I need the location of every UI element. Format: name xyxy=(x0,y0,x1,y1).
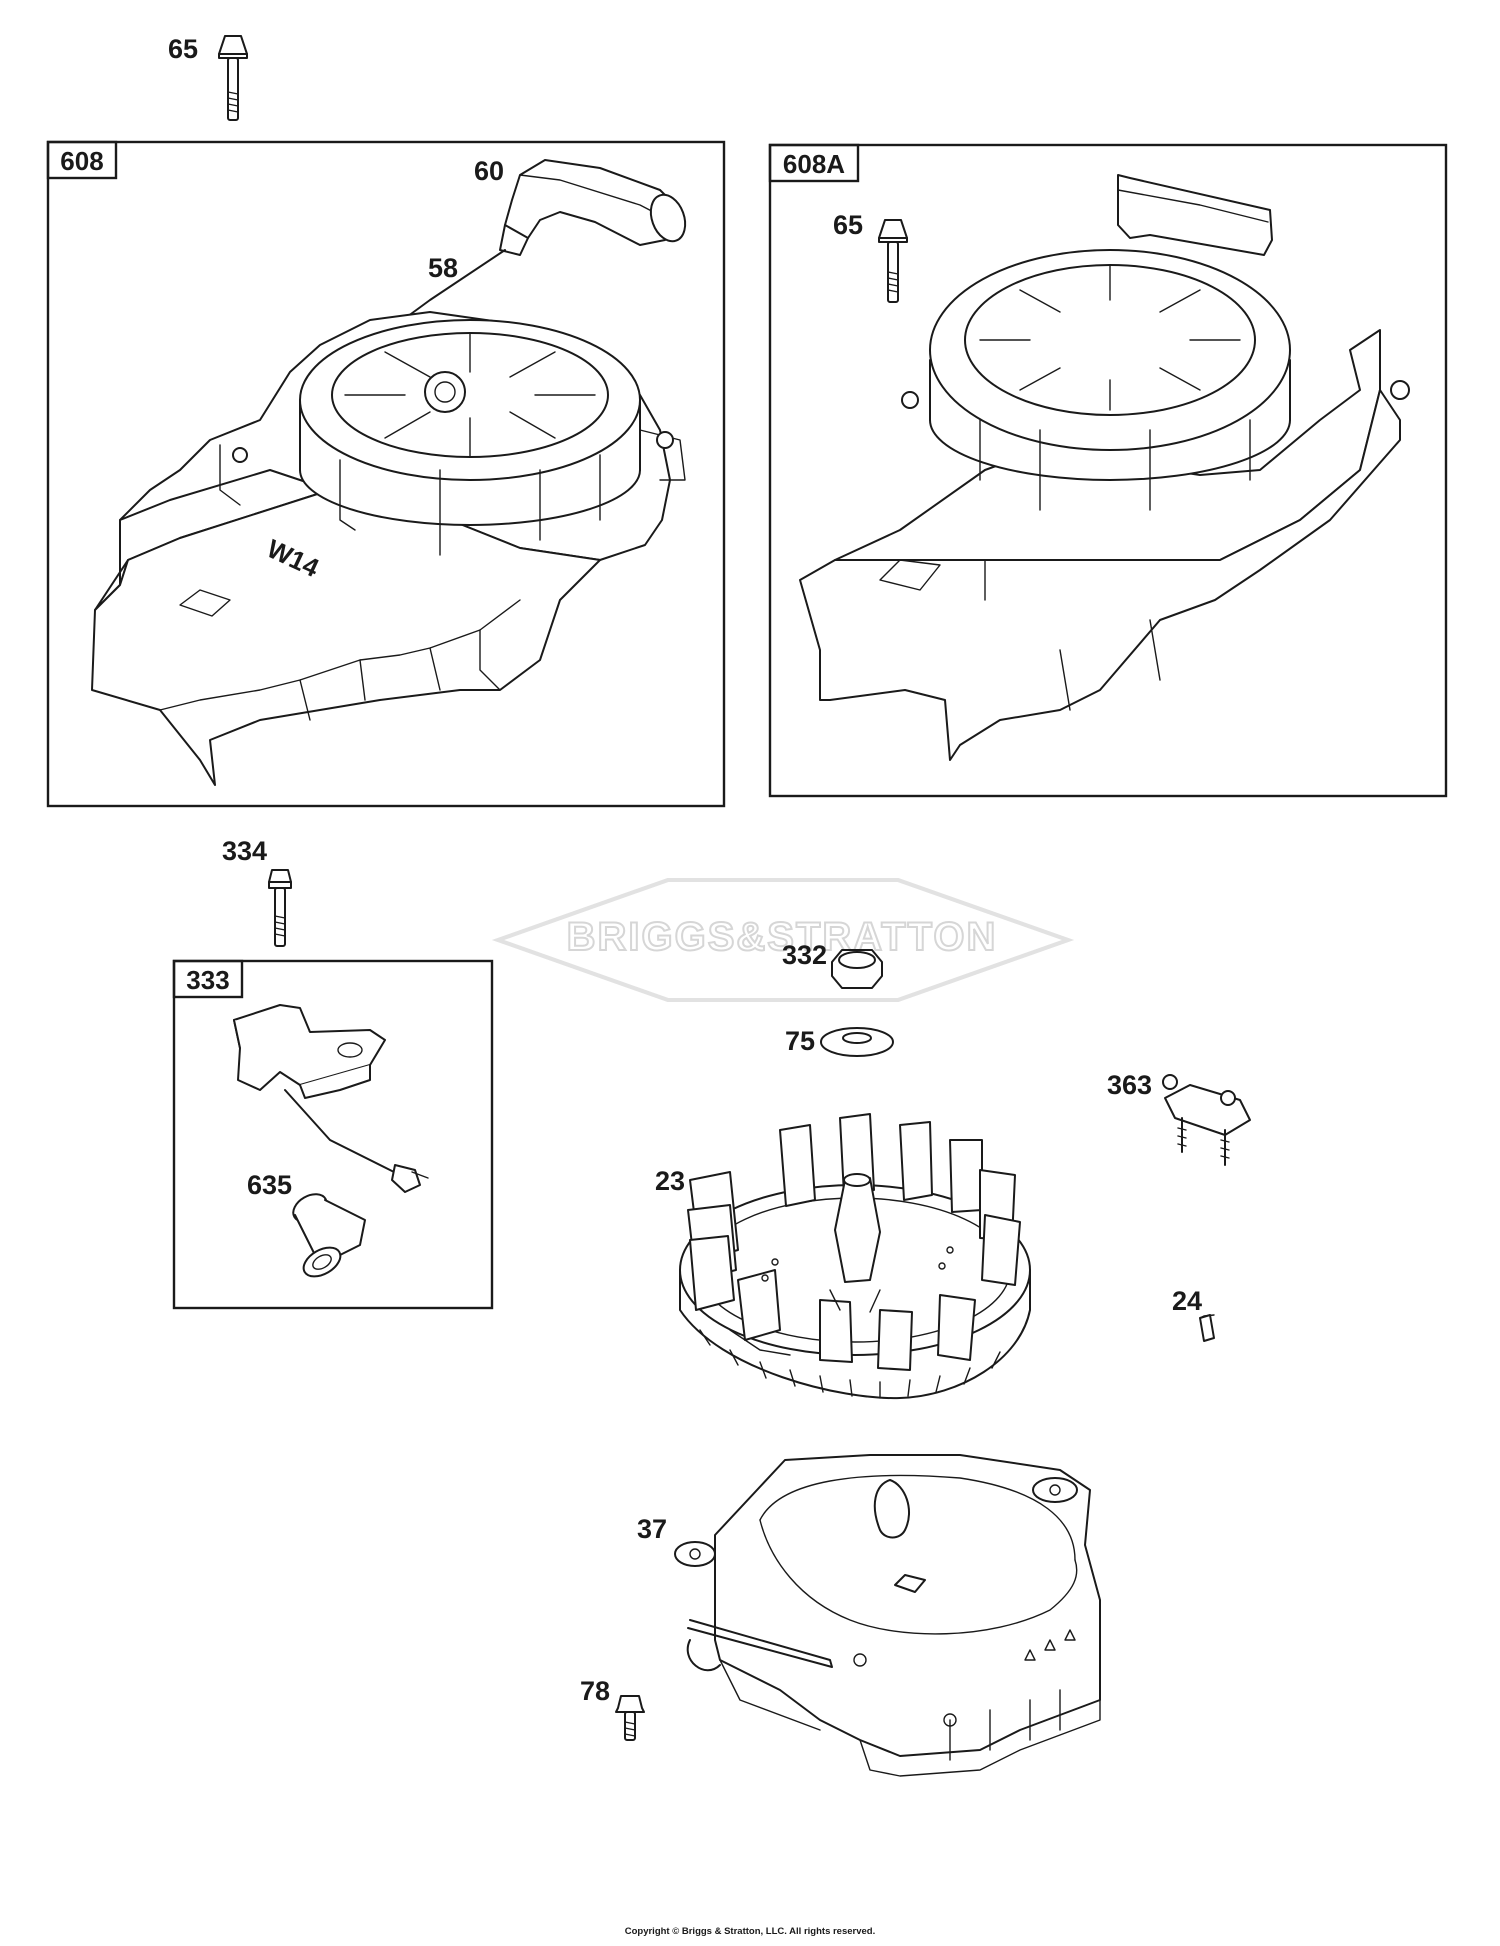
bolt-334-part xyxy=(268,869,292,947)
frame-333 xyxy=(172,959,494,1310)
callout-23: 23 xyxy=(655,1166,685,1196)
washer-75-part xyxy=(820,1027,894,1057)
copyright-notice: Copyright © Briggs & Stratton, LLC. All … xyxy=(624,1926,876,1937)
ignition-armature-part xyxy=(233,1004,429,1193)
nut-332-part xyxy=(831,949,883,989)
recoil-starter-608-part: W14 xyxy=(91,159,687,786)
ground-terminal-363-part xyxy=(1162,1074,1251,1166)
callout-332: 332 xyxy=(782,940,827,970)
callout-78: 78 xyxy=(580,1676,610,1706)
bolt-65-top-part xyxy=(218,35,248,121)
callout-635: 635 xyxy=(247,1170,292,1200)
spark-plug-boot-part xyxy=(292,1193,366,1278)
label-333: 333 xyxy=(186,965,229,995)
callout-60: 60 xyxy=(474,156,504,186)
recoil-starter-608A-part xyxy=(799,174,1410,761)
flywheel-23-part xyxy=(679,1113,1031,1400)
watermark-text: BRIGGS&STRATTON xyxy=(567,915,998,959)
watermark: BRIGGS&STRATTON xyxy=(491,878,1075,1002)
callout-58: 58 xyxy=(428,253,458,283)
callout-334: 334 xyxy=(222,836,267,866)
callout-37: 37 xyxy=(637,1514,667,1544)
label-box-333 xyxy=(172,959,244,999)
label-608A: 608A xyxy=(783,149,845,179)
callout-363: 363 xyxy=(1107,1070,1152,1100)
callout-75: 75 xyxy=(785,1026,815,1056)
label-608: 608 xyxy=(60,146,103,176)
blower-housing-37-part xyxy=(674,1454,1101,1777)
callout-24: 24 xyxy=(1172,1286,1202,1316)
bolt-78-part xyxy=(615,1695,645,1741)
frame-608 xyxy=(46,140,726,808)
label-box-608A xyxy=(768,143,860,183)
bolt-65-box-part xyxy=(878,219,908,303)
label-box-608 xyxy=(46,140,118,180)
callout-65-top: 65 xyxy=(168,34,198,64)
flywheel-key-24-part xyxy=(1199,1314,1215,1342)
callout-65-box: 65 xyxy=(833,210,863,240)
frame-608A xyxy=(768,143,1448,798)
